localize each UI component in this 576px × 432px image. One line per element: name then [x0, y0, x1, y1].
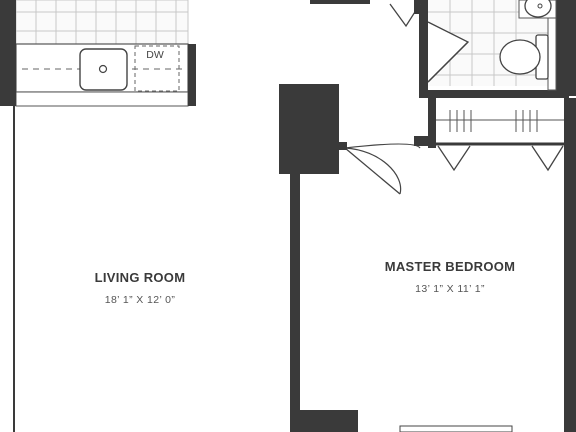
- bedroom-door-leaf: [344, 147, 401, 195]
- closet-right-wall: [564, 98, 576, 432]
- sink-drain-icon: [98, 64, 108, 74]
- closet-left-wall: [428, 98, 436, 148]
- closet-hangers: [449, 110, 538, 132]
- toilet-bowl-icon: [499, 39, 541, 75]
- bathroom-right-wall: [556, 0, 576, 96]
- closet-door-left-icon: [437, 145, 471, 172]
- bedroom-door-arc: [344, 147, 402, 195]
- left-wall: [0, 0, 16, 106]
- bedroom-left-wall: [290, 174, 300, 432]
- living-room-label: LIVING ROOM 18’ 1” X 12’ 0”: [60, 270, 220, 306]
- top-wall-fragment: [310, 0, 370, 4]
- door-jamb-left: [339, 142, 347, 150]
- closet-door-right-icon: [531, 145, 564, 172]
- bedroom-door-swing: [344, 143, 421, 149]
- bedroom-bottom-wall: [300, 410, 358, 432]
- hall-wall-top: [414, 0, 420, 14]
- door-jamb-right: [414, 136, 428, 146]
- bathroom-door-leaf: [427, 41, 469, 83]
- counter-front-strip: [15, 91, 189, 107]
- dishwasher-outline: [134, 45, 180, 92]
- master-bedroom-dimensions: 13’ 1” X 11’ 1”: [415, 283, 485, 295]
- dishwasher-label: DW: [146, 49, 164, 61]
- sink-icon: [79, 48, 128, 91]
- kitchen-side-wall: [188, 44, 196, 106]
- window-sill: [399, 425, 513, 432]
- kitchen-tile-floor: [15, 0, 189, 45]
- living-room-name: LIVING ROOM: [94, 270, 186, 285]
- living-room-dimensions: 18’ 1” X 12’ 0”: [104, 294, 176, 306]
- vanity-basin-icon: [524, 0, 552, 18]
- vanity-drain-icon: [537, 3, 543, 9]
- master-bedroom-label: MASTER BEDROOM 13’ 1” X 11’ 1”: [360, 259, 540, 295]
- hall-column: [279, 84, 339, 174]
- left-wall-lower: [0, 106, 14, 432]
- master-bedroom-name: MASTER BEDROOM: [384, 259, 516, 274]
- bathroom-left-wall: [419, 0, 428, 94]
- bathroom-bottom-wall: [419, 90, 569, 98]
